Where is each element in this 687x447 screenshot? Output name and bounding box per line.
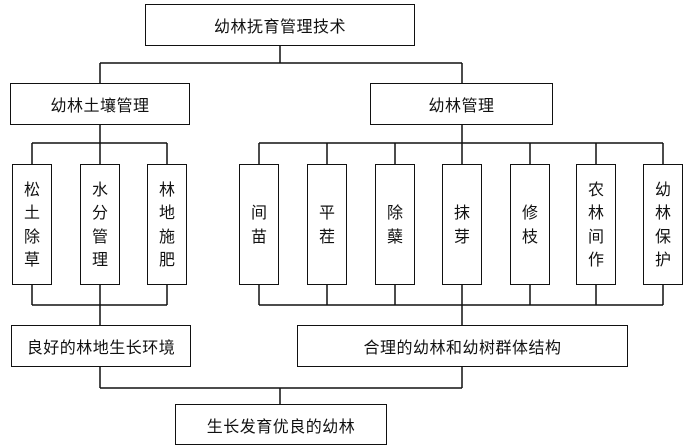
- forest-management-label: 幼林管理: [428, 96, 495, 115]
- soil-item-box: 水分管理: [80, 164, 120, 285]
- soil-item-box: 林地施肥: [147, 164, 187, 285]
- forest-item-label: 除蘖: [386, 203, 403, 246]
- soil-item-label: 林地施肥: [158, 180, 175, 269]
- soil-item-label: 松土除草: [23, 180, 40, 269]
- forest-management-box: 幼林管理: [370, 83, 553, 125]
- soil-management-box: 幼林土壤管理: [10, 83, 190, 125]
- soil-result-label: 良好的林地生长环境: [26, 338, 176, 357]
- title-label: 幼林抚育管理技术: [213, 17, 346, 36]
- forest-item-box: 平茬: [307, 164, 347, 285]
- forest-item-label: 平茬: [318, 203, 335, 246]
- soil-item-box: 松土除草: [12, 164, 52, 285]
- forest-item-box: 幼林保护: [643, 164, 683, 285]
- forest-item-box: 修枝: [510, 164, 550, 285]
- forest-item-label: 抹芽: [453, 203, 470, 246]
- soil-result-box: 良好的林地生长环境: [11, 325, 191, 367]
- forest-item-box: 间苗: [239, 164, 279, 285]
- forest-item-box: 农林间作: [576, 164, 616, 285]
- title-box: 幼林抚育管理技术: [145, 4, 415, 46]
- soil-item-label: 水分管理: [91, 180, 108, 269]
- soil-management-label: 幼林土壤管理: [50, 96, 150, 115]
- forest-item-label: 间苗: [250, 203, 267, 246]
- final-result-box: 生长发育优良的幼林: [175, 404, 387, 445]
- forest-item-box: 抹芽: [442, 164, 482, 285]
- forest-item-label: 修枝: [521, 203, 538, 246]
- forest-result-box: 合理的幼林和幼树群体结构: [297, 325, 628, 367]
- forest-item-label: 幼林保护: [654, 180, 671, 269]
- forest-result-label: 合理的幼林和幼树群体结构: [363, 338, 562, 357]
- forest-item-box: 除蘖: [375, 164, 415, 285]
- forest-item-label: 农林间作: [587, 180, 604, 269]
- final-result-label: 生长发育优良的幼林: [206, 416, 356, 436]
